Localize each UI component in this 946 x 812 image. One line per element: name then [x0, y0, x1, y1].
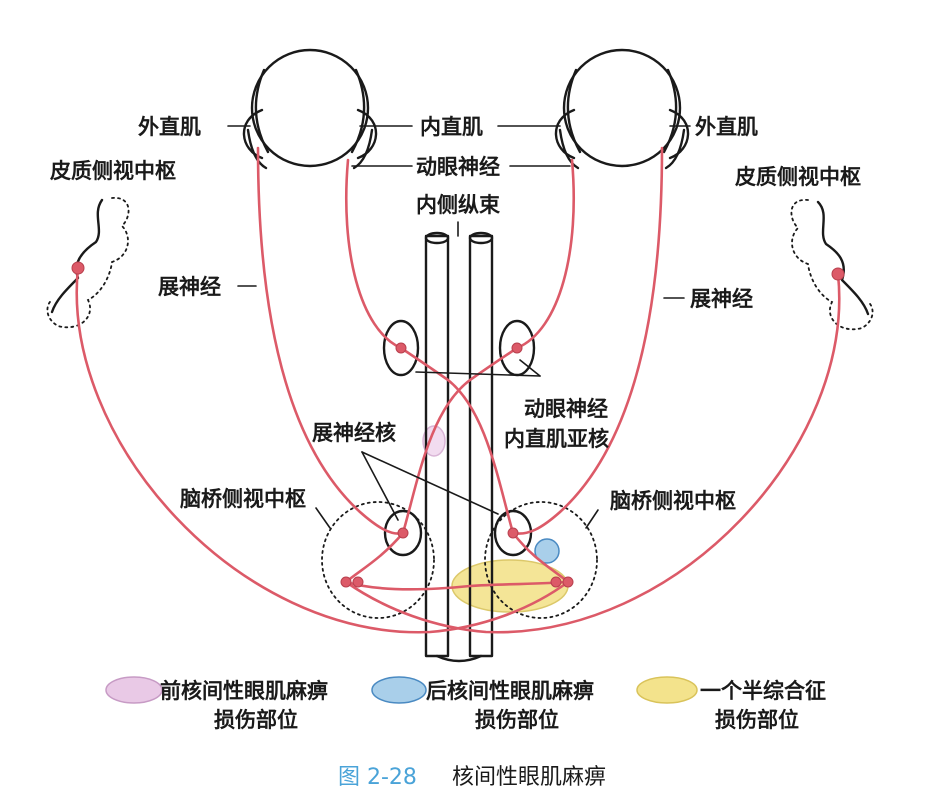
label-lateral-rectus-left: 外直肌 — [138, 115, 201, 139]
label-mlf: 内侧纵束 — [416, 193, 501, 217]
posterior-ino-lesion — [534, 538, 560, 564]
nerve-pathways — [75, 146, 841, 634]
label-abducens-nucleus: 展神经核 — [312, 421, 396, 445]
right-abducens-dot — [507, 527, 519, 539]
legend-posterior-ino-line2: 损伤部位 — [475, 708, 559, 732]
legend-anterior-ino-line1: 前核间性眼肌麻痹 — [160, 679, 328, 703]
label-abducens-nerve-right: 展神经 — [690, 287, 753, 311]
legend-item-one-and-a-half: 一个半综合征 损伤部位 — [636, 676, 826, 732]
label-cortical-gaze-right: 皮质侧视中枢 — [735, 165, 861, 189]
right-pontine-dot-b — [562, 576, 574, 588]
left-oculomotor-subnucleus — [382, 319, 420, 377]
caption-title: 核间性眼肌麻痹 — [452, 765, 606, 790]
label-cortical-gaze-left: 皮质侧视中枢 — [50, 159, 176, 183]
left-cortex-dot — [71, 261, 85, 275]
left-eyeball — [242, 48, 378, 170]
labels: 外直肌 内直肌 外直肌 动眼神经 内侧纵束 皮质侧视中枢 皮质侧视中枢 展神经 … — [50, 115, 861, 513]
left-abducens-nucleus — [383, 509, 423, 557]
anterior-ino-lesion — [422, 425, 446, 457]
left-cortex — [46, 197, 130, 329]
label-lateral-rectus-right: 外直肌 — [695, 115, 758, 139]
leader-lines — [227, 125, 691, 529]
label-oculomotor-nerve: 动眼神经 — [416, 155, 500, 179]
right-pontine-dot-a — [550, 576, 562, 588]
right-pontine-gaze-center — [484, 501, 598, 619]
right-cortex-dot — [831, 267, 845, 281]
legend-swatch-one-and-a-half — [636, 676, 698, 704]
left-pontine-gaze-center — [321, 501, 435, 619]
legend-one-and-a-half-line1: 一个半综合征 — [700, 679, 826, 703]
mlf-columns — [424, 231, 494, 663]
right-oculomotor-dot — [511, 342, 523, 354]
label-medial-rectus: 内直肌 — [420, 115, 483, 139]
label-oculomotor-subnucleus-line1: 动眼神经 — [524, 397, 608, 421]
right-eyeball — [554, 48, 690, 170]
caption-number: 图 2-28 — [338, 765, 417, 790]
right-abducens-nucleus — [493, 509, 533, 557]
label-pontine-gaze-right: 脑桥侧视中枢 — [610, 489, 736, 513]
label-pontine-gaze-left: 脑桥侧视中枢 — [180, 487, 306, 511]
left-pontine-dot-b — [352, 576, 364, 588]
legend: 前核间性眼肌麻痹 损伤部位 后核间性眼肌麻痹 损伤部位 一个半综合征 损伤部位 — [105, 676, 826, 732]
legend-swatch-anterior-ino — [105, 676, 163, 704]
legend-item-anterior-ino: 前核间性眼肌麻痹 损伤部位 — [105, 676, 328, 732]
left-pontine-dot-a — [340, 576, 352, 588]
nuclei — [321, 319, 598, 619]
left-oculomotor-dot — [395, 342, 407, 354]
legend-swatch-posterior-ino — [371, 676, 427, 704]
legend-item-posterior-ino: 后核间性眼肌麻痹 损伤部位 — [371, 676, 594, 732]
legend-posterior-ino-line1: 后核间性眼肌麻痹 — [426, 679, 594, 703]
nucleus-dots — [71, 261, 845, 588]
label-oculomotor-subnucleus-line2: 内直肌亚核 — [504, 427, 609, 451]
legend-anterior-ino-line2: 损伤部位 — [214, 708, 298, 732]
right-cortex — [790, 199, 874, 331]
figure-caption: 图 2-28 核间性眼肌麻痹 — [338, 765, 606, 790]
legend-one-and-a-half-line2: 损伤部位 — [715, 708, 799, 732]
label-abducens-nerve-left: 展神经 — [158, 275, 221, 299]
left-abducens-dot — [397, 527, 409, 539]
